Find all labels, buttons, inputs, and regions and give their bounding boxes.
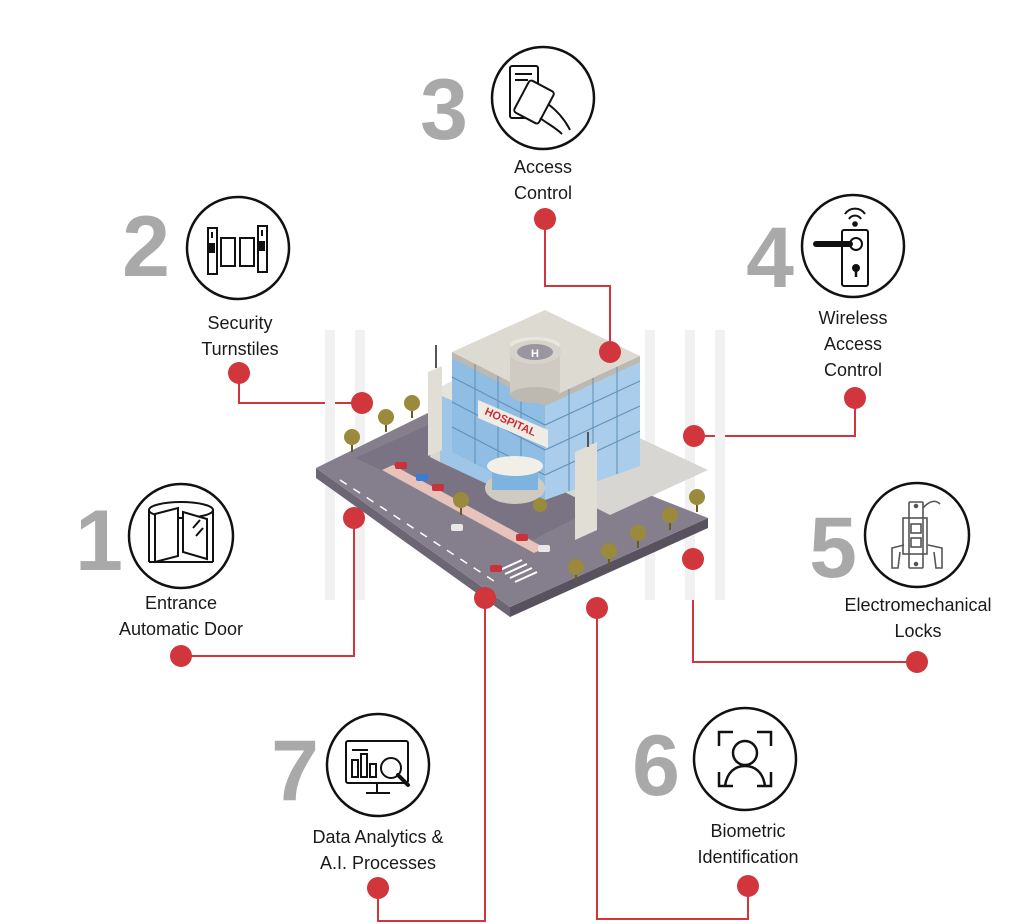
main-roof-rim — [452, 352, 640, 406]
cars — [395, 462, 550, 572]
icon-circle-7 — [325, 712, 431, 818]
feature-label-4-line-2: Access — [823, 334, 883, 354]
connector-3 — [544, 219, 611, 352]
ground-slab-side — [316, 468, 510, 617]
step-number-4: 4 — [746, 210, 794, 306]
connector-dots — [170, 208, 928, 899]
feature-label-6-line-2: Identification — [697, 847, 799, 867]
feature-label-7: Data Analytics & A.I. Processes — [283, 824, 473, 876]
feature-label-4-line-1: Wireless — [818, 308, 888, 328]
sidewalk — [382, 465, 545, 553]
connector-1 — [181, 518, 355, 657]
connector-6 — [596, 608, 749, 920]
ground-slab-side-right — [510, 518, 708, 617]
entrance-canopy — [487, 456, 543, 476]
step-number-7: 7 — [271, 723, 319, 819]
right-column — [575, 442, 597, 540]
dot-1a — [343, 507, 365, 529]
wireless-door-lock-icon — [813, 207, 869, 287]
face-scan-icon — [717, 730, 773, 788]
helipad-letter: H — [531, 348, 539, 360]
dot-2a — [228, 362, 250, 384]
dot-6a — [586, 597, 608, 619]
feature-label-6: Biometric Identification — [668, 818, 828, 870]
feature-label-7-line-2: A.I. Processes — [319, 853, 437, 873]
step-number-2: 2 — [122, 199, 170, 295]
feature-label-1: Entrance Automatic Door — [91, 590, 271, 642]
feature-label-5-line-2: Locks — [894, 621, 942, 641]
feature-label-5-line-1: Electromechanical — [844, 595, 992, 615]
feature-label-5: Electromechanical Locks — [820, 592, 1016, 644]
parking-lot — [355, 424, 610, 540]
feature-label-2: Security Turnstiles — [160, 310, 320, 362]
hospital-illustration: H HOSPITAL — [316, 310, 725, 617]
step-number-3: 3 — [420, 62, 468, 158]
connector-4 — [694, 398, 856, 437]
feature-label-1-line-1: Entrance — [144, 593, 218, 613]
feature-label-3: Access Control — [463, 154, 623, 206]
dot-3b — [599, 341, 621, 363]
connector-2 — [238, 373, 362, 404]
dot-1b — [170, 645, 192, 667]
dot-4a — [844, 387, 866, 409]
mortise-lock-icon — [891, 500, 943, 569]
turnstile-icon — [207, 225, 268, 275]
dot-7a — [474, 587, 496, 609]
step-number-1: 1 — [75, 493, 123, 589]
helipad-cylinder: H — [509, 337, 561, 403]
icon-circle-1 — [127, 482, 235, 590]
analytics-monitor-icon — [345, 740, 410, 794]
crosswalk — [499, 559, 538, 583]
feature-label-3-line-1: Access — [513, 157, 573, 177]
dot-2b — [351, 392, 373, 414]
left-column — [428, 366, 442, 456]
sign-band — [478, 400, 548, 448]
dot-7b — [367, 877, 389, 899]
step-number-5: 5 — [809, 500, 857, 596]
feature-label-3-line-2: Control — [513, 183, 573, 203]
step-number-6: 6 — [632, 718, 680, 814]
icon-circle-5 — [863, 481, 971, 589]
revolving-door-icon — [148, 501, 214, 564]
feature-label-4: Wireless Access Control — [773, 305, 933, 383]
feature-label-2-line-2: Turnstiles — [201, 339, 279, 359]
dot-5a — [682, 548, 704, 570]
feature-label-6-line-1: Biometric — [710, 821, 786, 841]
step-numbers: 1 2 3 4 5 6 7 — [75, 62, 857, 819]
icon-circle-2 — [185, 195, 291, 301]
dot-4b — [683, 425, 705, 447]
icon-circle-6 — [692, 706, 798, 812]
dot-6b — [737, 875, 759, 897]
feature-label-2-line-1: Security — [207, 313, 273, 333]
feature-label-1-line-2: Automatic Door — [118, 619, 244, 639]
feature-label-4-line-3: Control — [823, 360, 883, 380]
dot-5b — [906, 651, 928, 673]
icon-circle-4 — [800, 193, 906, 299]
connector-7 — [377, 598, 486, 922]
keycard-reader-icon — [509, 65, 571, 135]
trees — [344, 395, 705, 582]
feature-label-7-line-1: Data Analytics & — [312, 827, 444, 847]
dot-3a — [534, 208, 556, 230]
